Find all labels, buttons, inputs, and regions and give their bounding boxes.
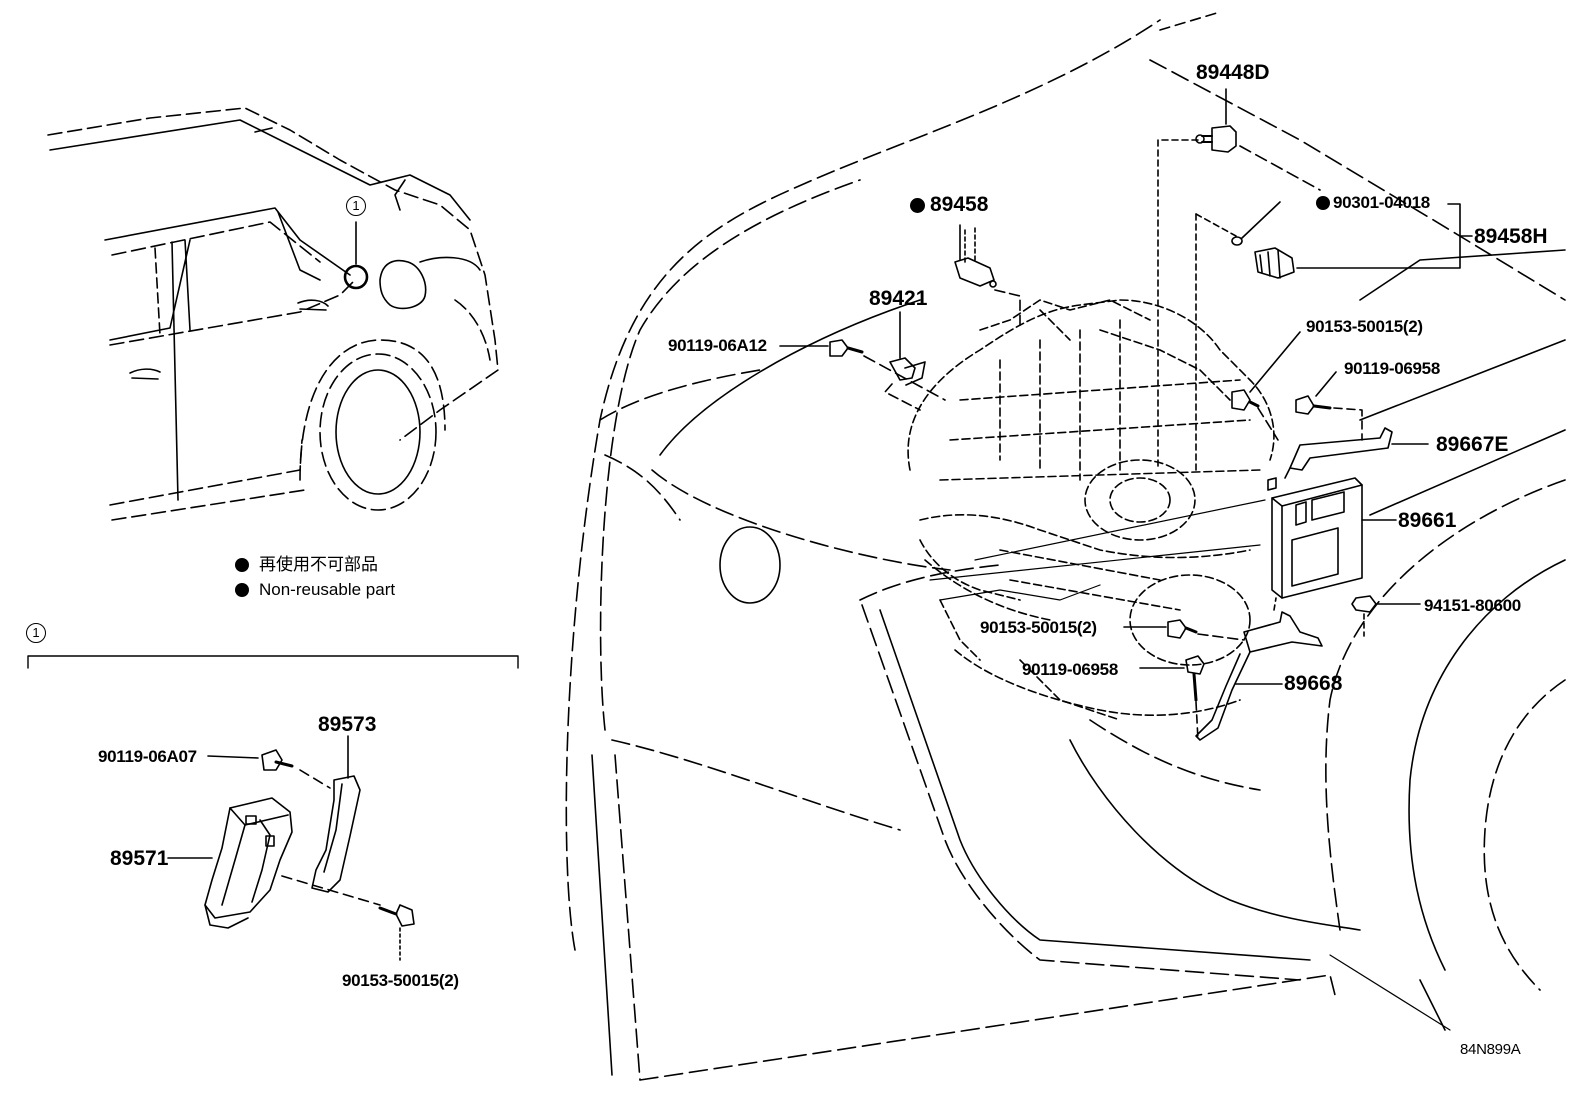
part-label-89668[interactable]: 89668 [1284,672,1343,695]
part-label-89661[interactable]: 89661 [1398,509,1457,532]
non-reusable-dot-icon [235,558,249,572]
non-reusable-dot-icon [910,198,925,213]
bracket-89667E [1284,427,1429,479]
legend-japanese: 再使用不可部品 [235,556,378,573]
part-label-89421[interactable]: 89421 [869,287,928,310]
sensor-89458 [954,224,1021,331]
part-label-90153-50015-mid[interactable]: 90153-50015(2) [980,618,1097,637]
part-label-89458[interactable]: 89458 [910,194,988,215]
part-label-94151-80600[interactable]: 94151-80600 [1424,596,1521,615]
non-reusable-dot-icon [235,583,249,597]
sensor-89421 [884,311,926,411]
part-label-89448D[interactable]: 89448D [1196,61,1270,84]
bolt-90153-50015-upper [1231,331,1301,441]
leader-84N899A [1329,954,1451,1031]
part-label-89573[interactable]: 89573 [318,713,377,736]
part-label-90119-06958-upper[interactable]: 90119-06958 [1344,359,1440,378]
sensor-89458H [1195,201,1473,471]
illustration-code: 84N899A [1460,1041,1521,1058]
part-label-89667E[interactable]: 89667E [1436,433,1509,456]
nut-94151-80600 [1351,595,1421,637]
part-label-90119-06958-lower[interactable]: 90119-06958 [1022,660,1118,679]
sensor-89448D [1157,88,1321,471]
callout-1-bracket [27,655,519,669]
bolt-90153-50015-mid [1123,619,1245,641]
part-label-89571[interactable]: 89571 [110,847,169,870]
engine-detail-lines [929,499,1266,601]
part-label-90153-50015-upper[interactable]: 90153-50015(2) [1306,317,1423,336]
bolt-90119-06A12 [779,339,946,401]
bracket-89668 [1195,597,1323,741]
bolt-90119-06958-upper [1295,371,1363,441]
legend-english: Non-reusable part [235,581,395,598]
part-label-89458H[interactable]: 89458H [1474,225,1548,248]
module-89571-group [167,735,415,961]
ecu-89661 [1267,477,1397,599]
front-body-outline [565,11,1566,1081]
part-label-90301-04018[interactable]: 90301-04018 [1316,194,1430,211]
callout-circle-icon: 1 [346,196,366,216]
part-label-90119-06A12[interactable]: 90119-06A12 [668,336,767,355]
part-label-90153-50015-lower[interactable]: 90153-50015(2) [342,971,459,990]
bolt-90119-06958-lower [1139,655,1205,741]
callout-circle-icon: 1 [26,623,46,643]
engine-assembly [907,299,1275,721]
vehicle-side-view [47,107,499,521]
part-label-90119-06A07[interactable]: 90119-06A07 [98,747,197,766]
non-reusable-dot-icon [1316,196,1330,210]
